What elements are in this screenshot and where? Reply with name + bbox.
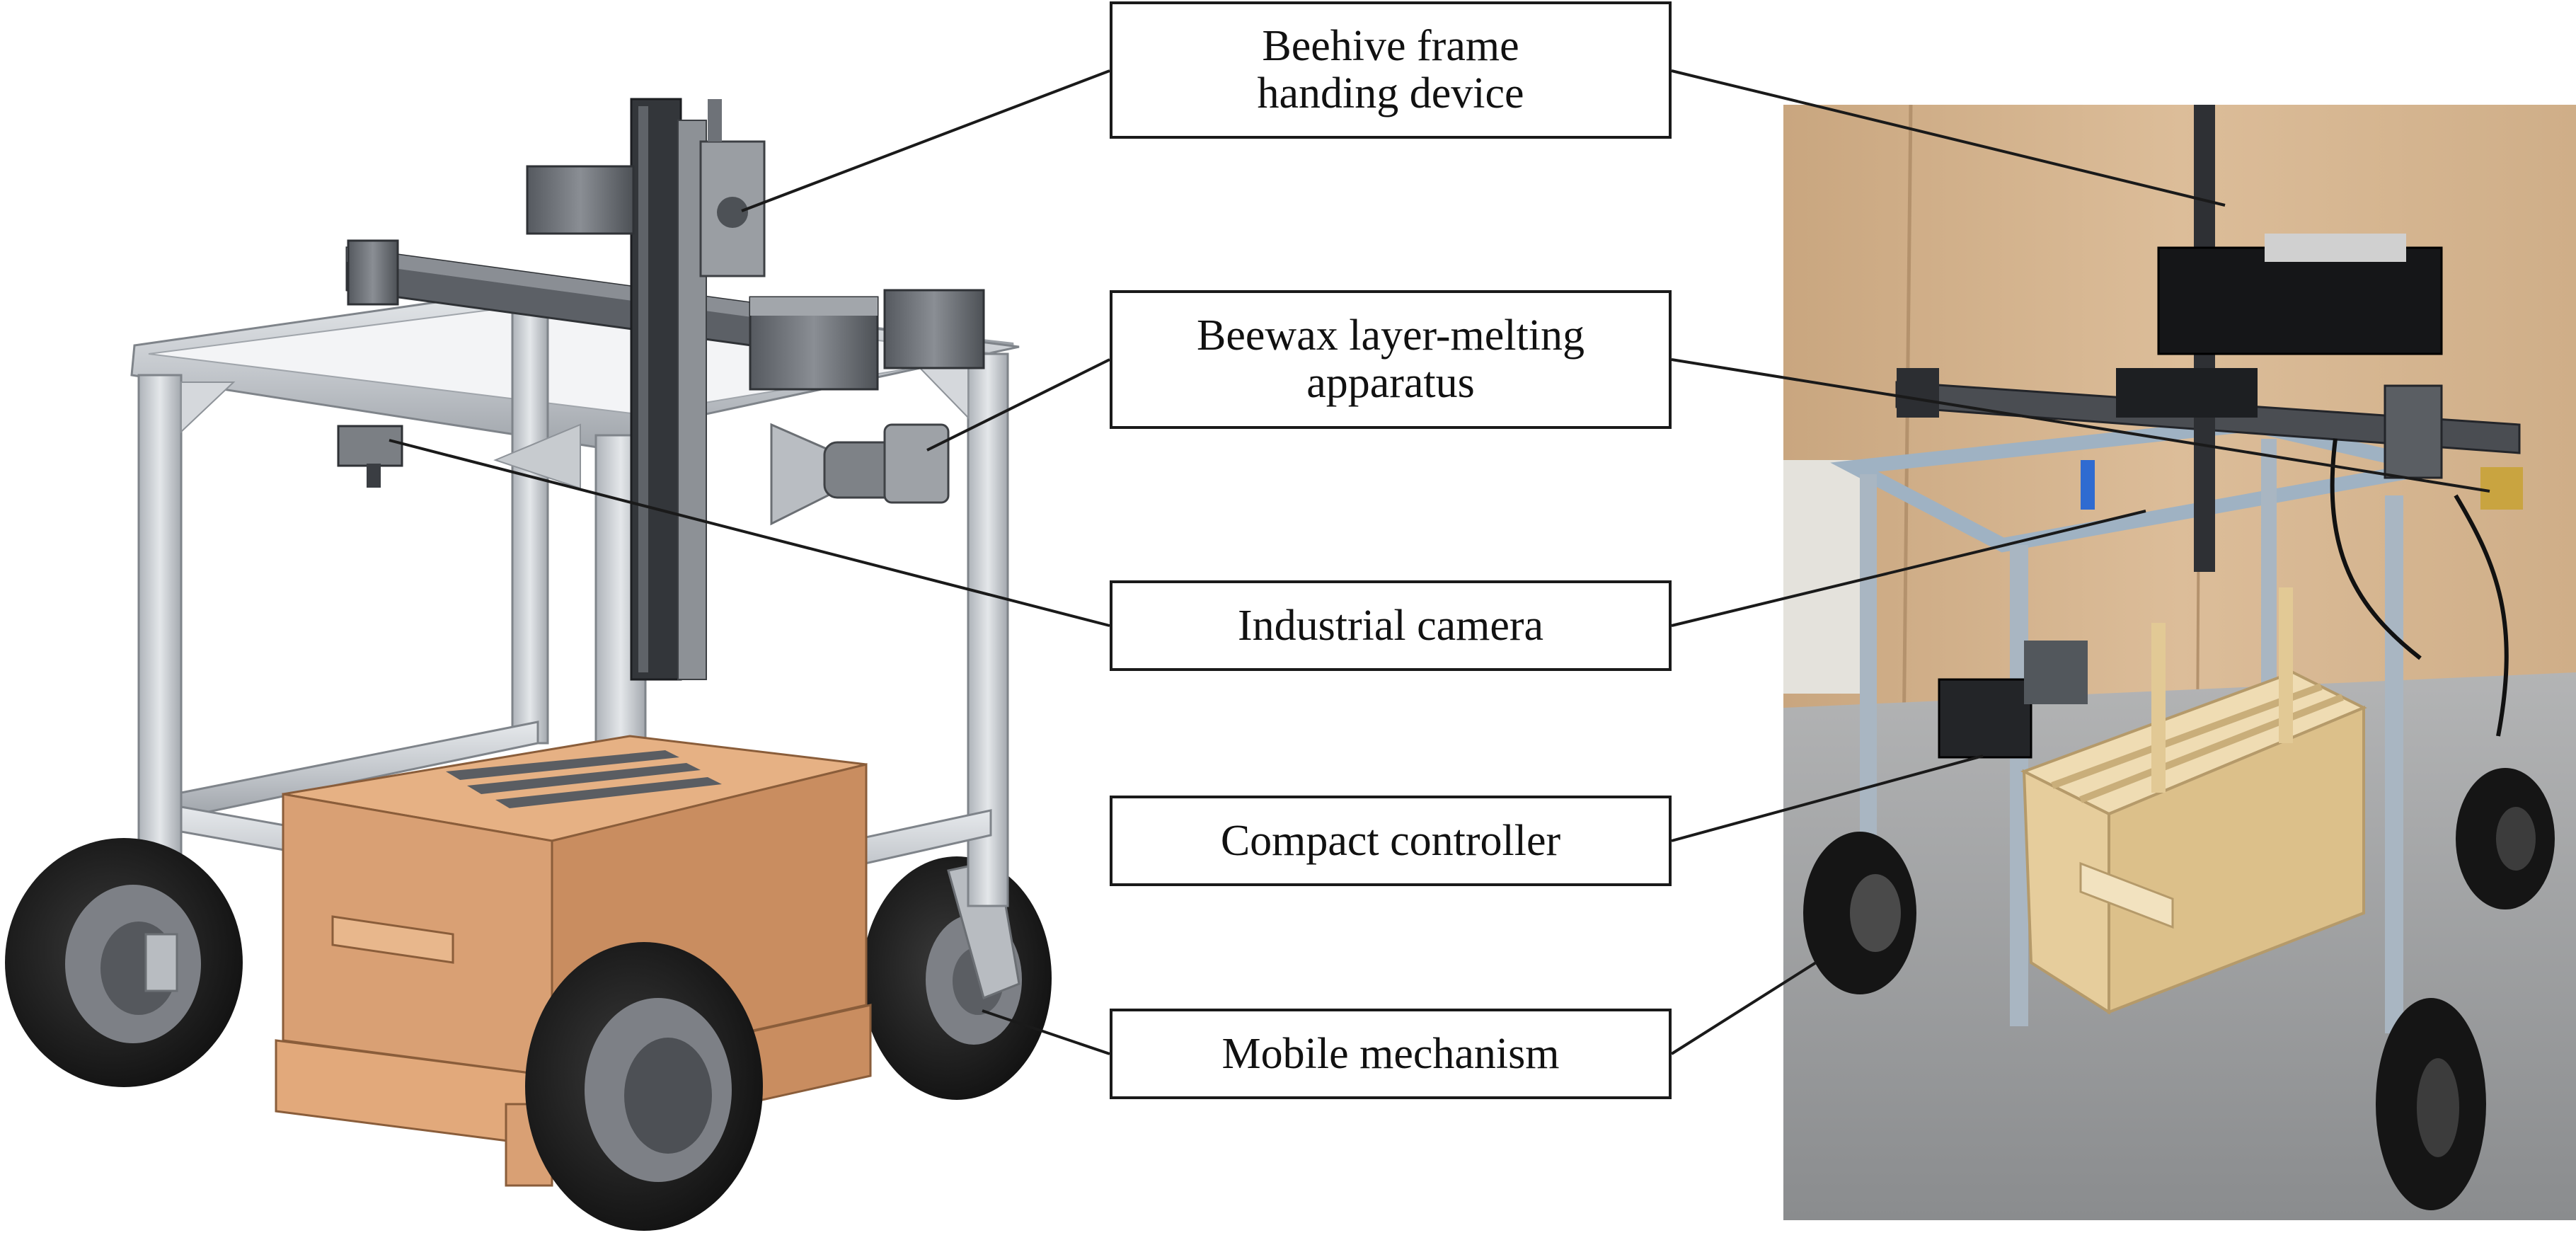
cad-z-axis (526, 98, 766, 681)
label-wax-line-2: apparatus (1306, 359, 1475, 407)
cad-wax-melter (770, 423, 950, 526)
leader-wax-right (1671, 358, 2490, 493)
label-beehive-frame-handling-device: Beehive frame handing device (1110, 1, 1672, 139)
label-mobile-text: Mobile mechanism (1221, 1029, 1560, 1078)
leader-mobile-left (982, 1009, 1110, 1055)
cad-front-right-wheel (525, 942, 763, 1231)
cad-rear-right-wheel (862, 856, 1052, 1100)
cad-model (5, 98, 1052, 1231)
photo-wooden-crate (2020, 587, 2367, 1015)
cad-front-left-wheel (5, 838, 243, 1087)
label-controller-text: Compact controller (1220, 816, 1561, 865)
cad-camera (337, 425, 403, 488)
leader-camera-right (1671, 510, 2146, 627)
label-wax-line-1: Beewax layer-melting (1197, 311, 1585, 360)
leader-frame-right (1671, 69, 2226, 207)
label-mobile-mechanism: Mobile mechanism (1110, 1009, 1672, 1099)
label-frame-line-2: handing device (1257, 69, 1524, 117)
label-frame-line-1: Beehive frame (1262, 22, 1519, 71)
leader-frame-left (741, 69, 1110, 212)
label-compact-controller: Compact controller (1110, 796, 1672, 886)
label-camera-text: Industrial camera (1237, 601, 1544, 650)
leader-camera-left (389, 439, 1110, 627)
robot-photo (1783, 104, 2576, 1220)
leader-lines (389, 69, 2490, 1055)
label-industrial-camera: Industrial camera (1110, 580, 1672, 671)
label-beewax-melting-apparatus: Beewax layer-melting apparatus (1110, 290, 1672, 429)
leader-mobile-right (1670, 961, 1817, 1055)
leader-wax-left (926, 358, 1110, 452)
leader-controller-right (1671, 754, 1984, 842)
